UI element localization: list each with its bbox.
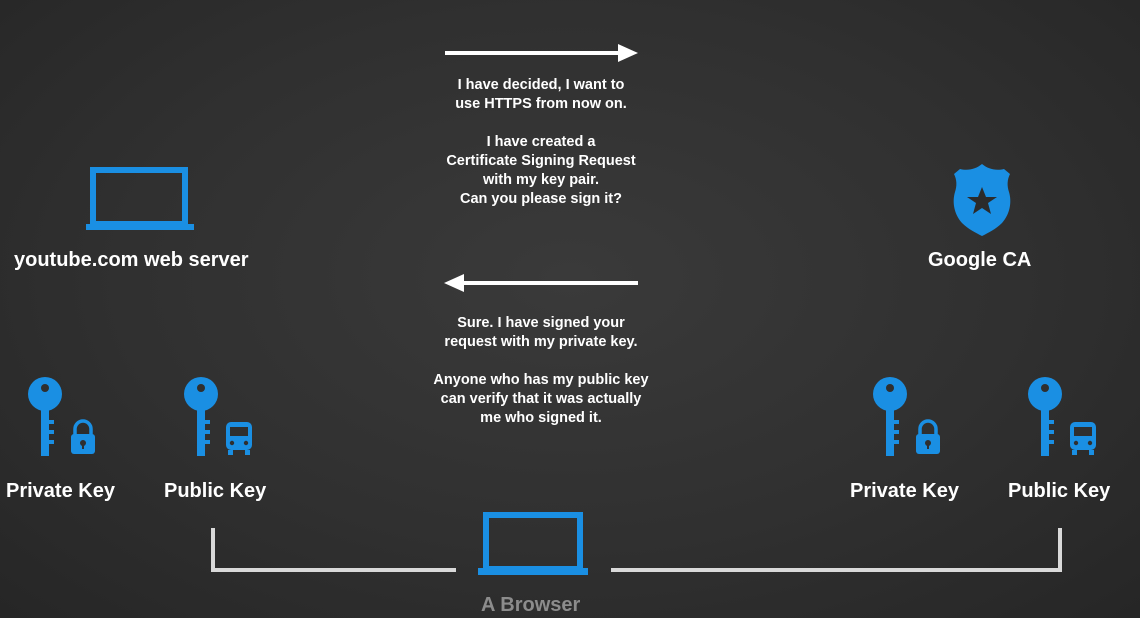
arrow-left-icon bbox=[444, 274, 638, 292]
ca-private-key-icon bbox=[873, 377, 940, 456]
browser-connector-lines bbox=[211, 528, 1062, 572]
browser-label: A Browser bbox=[481, 594, 581, 616]
browser-laptop-icon bbox=[478, 512, 588, 575]
ca-private-key-label: Private Key bbox=[850, 480, 959, 502]
police-badge-icon bbox=[953, 164, 1011, 236]
server-laptop-icon bbox=[86, 167, 194, 230]
response-message: Sure. I have signed your request with my… bbox=[433, 315, 649, 426]
server-private-key-icon bbox=[28, 377, 95, 456]
server-private-key-label: Private Key bbox=[6, 480, 115, 502]
request-message: I have decided, I want to use HTTPS from… bbox=[446, 77, 636, 207]
arrow-right-icon bbox=[445, 44, 638, 62]
ca-public-key-icon bbox=[1028, 377, 1096, 456]
server-public-key-label: Public Key bbox=[164, 480, 267, 502]
ca-label: Google CA bbox=[928, 249, 1032, 271]
server-label: youtube.com web server bbox=[14, 249, 249, 271]
ca-public-key-label: Public Key bbox=[1008, 480, 1111, 502]
server-public-key-icon bbox=[184, 377, 252, 456]
